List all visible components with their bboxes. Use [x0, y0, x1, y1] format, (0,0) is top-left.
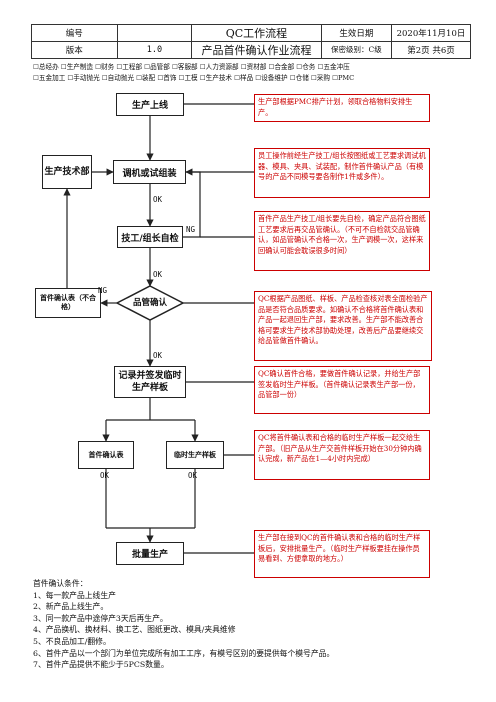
- ng-label-2: NG: [98, 286, 108, 295]
- fa-ng-box: 首件确认表（不合格）: [35, 288, 101, 318]
- page-number: 第2页 共6页: [390, 41, 472, 59]
- conditions-title: 首件确认条件：: [33, 579, 88, 588]
- condition-item: 2、新产品上线生产。: [33, 602, 109, 612]
- note-self-check: 首件产品生产技工/组长要先自检，确定产品符合图纸工艺要求后再交品管确认。（不可不…: [254, 211, 430, 271]
- start-box: 生产上线: [116, 93, 184, 116]
- condition-item: 5、不良品加工/翻修。: [33, 636, 111, 646]
- header-table: 编号 QC工作流程 生效日期 2020年11月10日 版本 1.0 产品首件确认…: [31, 24, 472, 59]
- ng-label-1: NG: [186, 225, 196, 234]
- fa-conditions: 首件确认条件： 1、每一款产品上线生产 2、新产品上线生产。 3、同一款产品中途…: [33, 578, 334, 671]
- ok-label-5: OK: [188, 471, 198, 480]
- ok-label-1: OK: [153, 195, 163, 204]
- fa-sheet-box: 首件确认表: [78, 441, 134, 469]
- ok-label-2: OK: [153, 270, 163, 279]
- condition-item: 4、产品换机、换材料、换工艺、图纸更改、模具/夹具维修: [33, 625, 236, 635]
- debug-box: 调机或试组装: [113, 160, 186, 184]
- department-checklist-row1: ☐总经办 ☐生产制造 ☐财务 ☐工程部 ☐品管部 ☐客服部 ☐人力资源部 ☐资材…: [33, 63, 350, 71]
- qc-decision-diamond: [115, 285, 185, 321]
- doc-title: QC工作流程: [191, 24, 322, 42]
- doc-subtitle: 产品首件确认作业流程: [191, 41, 322, 59]
- note-debug: 员工操作前经生产技工/组长按图纸或工艺要求调试机器、模具、夹具、试装配，制作首件…: [254, 148, 430, 198]
- note-mass-production: 生产部在接到QC的首件确认表和合格的临时生产样板后，安排批量生产。（临时生产样板…: [254, 530, 430, 578]
- note-record: QC确认首件合格，要做首件确认记录，并给生产部签发临时生产样板。（首件确认记录表…: [254, 366, 430, 414]
- ok-label-3: OK: [153, 351, 163, 360]
- temp-sample-box: 临时生产样板: [166, 441, 224, 469]
- condition-item: 7、首件产品提供不能少于5PCS数量。: [33, 660, 169, 670]
- self-check-box: 技工/组长自检: [117, 226, 183, 248]
- note-qc-confirm: QC根据产品图纸、样板、产品检查核对表全面检验产品是否符合品质要求。如确认不合格…: [254, 291, 432, 361]
- note-start: 生产部根据PMC排产计划，领取合格物料安排生产。: [254, 94, 430, 122]
- tech-dept-box: 生产技术部: [42, 155, 92, 189]
- version-label: 版本: [31, 41, 118, 59]
- condition-item: 3、同一款产品中途停产3天后再生产。: [33, 613, 168, 623]
- record-box: 记录并签发临时生产样板: [114, 366, 186, 398]
- qc-decision-label: 品管确认: [132, 298, 167, 308]
- condition-item: 6、首件产品以一个部门为单位完成所有加工工序，有模号区别的要提供每个模号产品。: [33, 648, 335, 658]
- condition-item: 1、每一款产品上线生产: [33, 590, 116, 600]
- note-sample-handover: QC将首件确认表和合格的临时生产样板一起交给生产部。（旧产品从生产交首件样板开始…: [254, 430, 430, 480]
- mass-production-box: 批量生产: [116, 542, 184, 565]
- security-level: 保密级别：C级: [320, 41, 392, 59]
- department-checklist-row2: ☐五金加工 ☐手动抛光 ☐自动抛光 ☐装配 ☐首饰 ☐工模 ☐生产技术 ☐样品 …: [33, 74, 355, 82]
- ok-label-4: OK: [100, 471, 110, 480]
